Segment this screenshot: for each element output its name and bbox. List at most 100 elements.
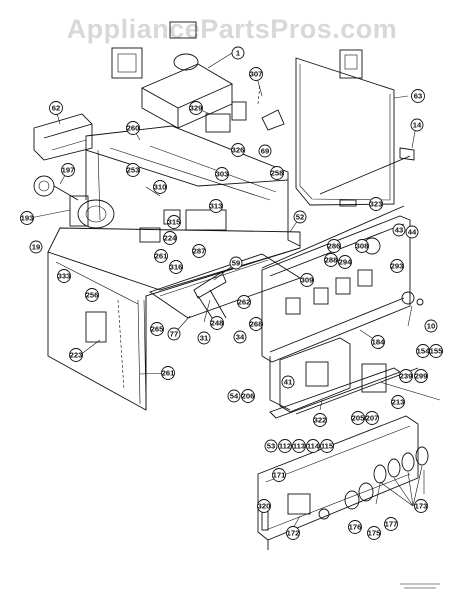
svg-text:329: 329 [190,104,203,113]
part-label-184: 184 [371,335,385,349]
svg-text:303: 303 [216,170,229,179]
svg-text:309: 309 [301,276,314,285]
part-label-69: 69 [258,144,272,158]
part-label-308: 308 [355,239,369,253]
svg-text:262: 262 [238,298,251,307]
part-label-316: 316 [169,260,183,274]
svg-text:175: 175 [368,529,381,538]
part-labels: 1 307 329 62 260 326 69 63 14 197 253 31… [20,46,443,540]
part-label-303: 303 [215,167,229,181]
svg-text:261: 261 [162,369,175,378]
svg-text:261: 261 [155,252,168,261]
part-label-52: 52 [293,210,307,224]
svg-text:43: 43 [395,226,403,235]
svg-text:63: 63 [414,92,422,101]
svg-text:315: 315 [168,218,181,227]
svg-text:287: 287 [193,247,206,256]
corner-notation-marks [400,583,440,589]
part-label-261a: 261 [154,249,168,263]
svg-text:313: 313 [210,202,223,211]
svg-text:268: 268 [250,320,263,329]
part-label-286: 286 [327,239,341,253]
part-label-256: 256 [85,288,99,302]
bracket-62-drawing [33,113,93,161]
part-label-19: 19 [29,240,43,254]
svg-text:265: 265 [151,325,164,334]
svg-text:59: 59 [232,259,240,268]
svg-text:114: 114 [307,442,320,451]
part-label-44: 44 [405,225,419,239]
svg-text:14: 14 [413,121,422,130]
part-label-171: 171 [272,468,286,482]
part-label-315: 315 [167,215,181,229]
svg-text:253: 253 [127,166,140,175]
cabinet-drawing [47,125,301,411]
part-label-287: 287 [192,244,206,258]
part-label-205: 205 [351,411,365,425]
svg-text:293: 293 [391,262,404,271]
part-label-323: 323 [369,197,383,211]
svg-text:323: 323 [370,200,383,209]
part-label-288: 288 [324,253,338,267]
part-label-248: 248 [210,316,224,330]
svg-text:224: 224 [164,234,177,243]
part-label-253: 253 [126,163,140,177]
part-label-224: 224 [163,231,177,245]
part-label-173: 173 [414,499,428,513]
svg-text:113: 113 [293,442,305,451]
floor-tray-drawing [149,253,302,325]
svg-text:299: 299 [415,372,428,381]
part-label-54: 54 [227,389,241,403]
part-label-176: 176 [348,520,362,534]
part-label-41: 41 [281,375,295,389]
svg-text:112: 112 [279,442,291,451]
svg-text:205: 205 [352,414,365,423]
watermark-text: AppliancePartsPros.com [67,14,398,44]
svg-text:320: 320 [258,502,271,511]
part-label-62: 62 [49,101,63,115]
svg-text:239: 239 [400,372,413,381]
lower-control-panel-drawing [257,415,429,550]
svg-text:173: 173 [415,502,428,511]
svg-text:19: 19 [32,243,40,252]
svg-text:316: 316 [170,263,183,272]
svg-text:207: 207 [366,414,379,423]
svg-text:115: 115 [321,442,334,451]
part-label-154: 154 [416,344,430,358]
svg-text:176: 176 [349,523,362,532]
part-label-177: 177 [384,517,398,531]
part-label-294: 294 [338,255,352,269]
part-label-197: 197 [61,163,75,177]
svg-text:53: 53 [267,442,275,451]
part-label-307: 307 [249,67,263,81]
part-label-155: 155 [429,344,443,358]
part-label-262: 262 [237,295,251,309]
svg-text:171: 171 [273,471,286,480]
part-label-309: 309 [300,273,314,287]
svg-text:34: 34 [236,333,245,342]
svg-text:258: 258 [271,169,284,178]
svg-text:1: 1 [236,49,241,58]
svg-text:184: 184 [372,338,385,347]
svg-text:41: 41 [284,378,293,387]
svg-text:44: 44 [408,228,417,237]
svg-text:310: 310 [154,183,167,192]
part-label-322: 322 [313,413,327,427]
svg-text:333: 333 [58,272,71,281]
part-label-77: 77 [167,327,181,341]
part-label-193: 193 [20,211,34,225]
bottom-trim-drawing [269,367,401,419]
rod-323 [261,205,405,269]
part-label-261b: 261 [161,366,175,380]
svg-text:213: 213 [392,398,405,407]
svg-text:260: 260 [127,124,140,133]
part-label-320: 320 [257,499,271,513]
svg-text:248: 248 [211,319,224,328]
svg-text:307: 307 [250,70,263,79]
part-label-313: 313 [209,199,223,213]
part-label-10: 10 [424,319,438,333]
svg-text:10: 10 [427,322,435,331]
part-label-223: 223 [69,348,83,362]
part-label-310: 310 [153,180,167,194]
svg-text:286: 286 [328,242,341,251]
